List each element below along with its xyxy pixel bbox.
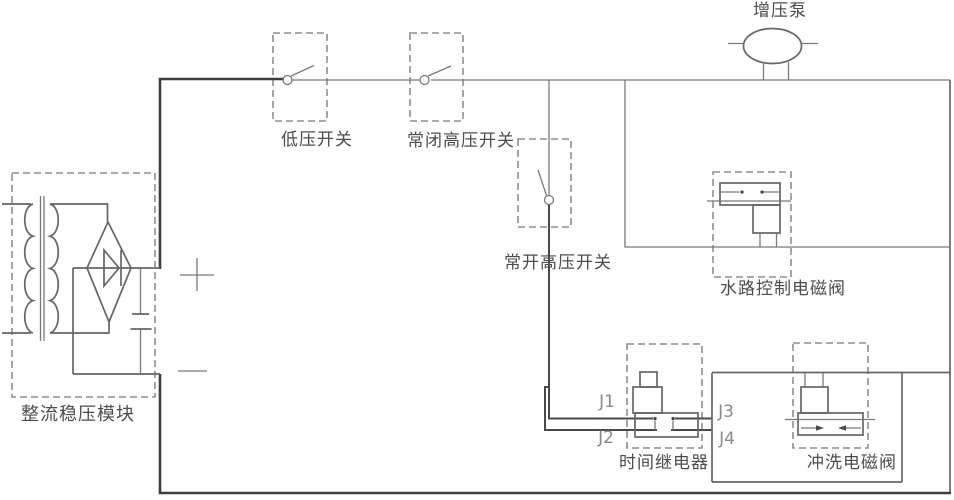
terminal-j3-label: J3 <box>718 402 734 422</box>
capacitor-plates <box>130 313 152 330</box>
pump-legs <box>762 62 790 80</box>
wire-j2-feeder <box>544 386 657 431</box>
wire-j1-feeder <box>548 205 653 420</box>
capacitor-icon <box>130 268 152 374</box>
terminal-j1-label: J1 <box>599 392 615 412</box>
relay-contact-block <box>634 412 699 438</box>
relay-contact-links <box>654 420 674 430</box>
arrow-left-icon <box>838 425 846 431</box>
valve-contact-block <box>719 182 781 206</box>
nc-high-pressure-switch-box <box>409 32 464 122</box>
secondary-winding <box>46 203 60 334</box>
dashed-boxes <box>11 32 869 449</box>
valve-legs <box>759 233 778 247</box>
rectifier-module-label: 整流稳压模块 <box>21 404 135 425</box>
no-high-pressure-switch-label: 常开高压开关 <box>504 253 612 273</box>
switch-contact-circle <box>419 74 430 86</box>
contact-dot <box>653 417 657 420</box>
rectifier-module-box <box>11 172 156 398</box>
switch-lever <box>427 65 452 77</box>
switch-contact-circle <box>282 74 293 86</box>
switch-lever <box>537 169 548 196</box>
bridge-rectifier-icon <box>73 220 160 325</box>
primary-winding <box>23 203 37 334</box>
secondary-bottom-lead <box>50 322 110 334</box>
bridge-diamond <box>86 220 132 325</box>
solenoid-body <box>752 204 781 234</box>
water-control-valve-icon <box>707 182 791 247</box>
solenoid-body <box>800 386 829 414</box>
booster-pump-icon <box>728 27 818 80</box>
water-control-valve-box <box>712 171 792 278</box>
low-pressure-switch-box <box>272 32 328 122</box>
time-relay-icon <box>632 371 699 438</box>
pump-body <box>742 27 803 65</box>
contact-dot <box>740 190 744 194</box>
switch-contact-circle <box>543 194 555 206</box>
module-negative-path <box>72 268 160 375</box>
valve-legs <box>804 372 824 387</box>
relay-cap <box>639 371 658 388</box>
rectifier-module-icon <box>2 196 214 375</box>
flush-valve-icon <box>785 372 875 436</box>
switch-lever <box>290 64 315 77</box>
time-relay-box <box>626 343 703 449</box>
secondary-top-lead <box>50 203 109 222</box>
arrow-right-icon <box>816 425 824 431</box>
relay-body <box>632 386 663 414</box>
diode-icon <box>103 247 121 289</box>
low-pressure-switch-icon <box>282 64 315 86</box>
low-pressure-switch-label: 低压开关 <box>281 130 353 150</box>
nc-high-pressure-switch-icon <box>419 65 452 86</box>
booster-pump-label: 增压泵 <box>753 1 807 21</box>
valve-contact-block <box>797 412 864 436</box>
transformer-icon <box>23 196 60 341</box>
terminal-j2-label: J2 <box>598 428 614 448</box>
plus-symbol <box>180 258 214 291</box>
no-high-pressure-switch-icon <box>537 169 555 206</box>
contact-dot <box>760 190 764 194</box>
time-relay-label: 时间继电器 <box>619 453 709 473</box>
contact-dot <box>671 417 675 420</box>
transformer-input-leads <box>2 203 31 334</box>
terminal-j4-label: J4 <box>719 429 735 449</box>
transformer-core <box>39 196 45 341</box>
wire-positive-feeder <box>158 77 284 269</box>
water-control-valve-label: 水路控制电磁阀 <box>720 279 846 299</box>
no-high-pressure-switch-box <box>517 138 572 228</box>
wire-water-valve-branch <box>624 80 950 248</box>
flush-valve-label: 冲洗电磁阀 <box>807 453 897 473</box>
flush-valve-box <box>792 342 869 449</box>
wire-negative-rail <box>158 374 951 495</box>
wires <box>158 77 951 495</box>
nc-high-pressure-switch-label: 常闭高压开关 <box>407 131 515 151</box>
